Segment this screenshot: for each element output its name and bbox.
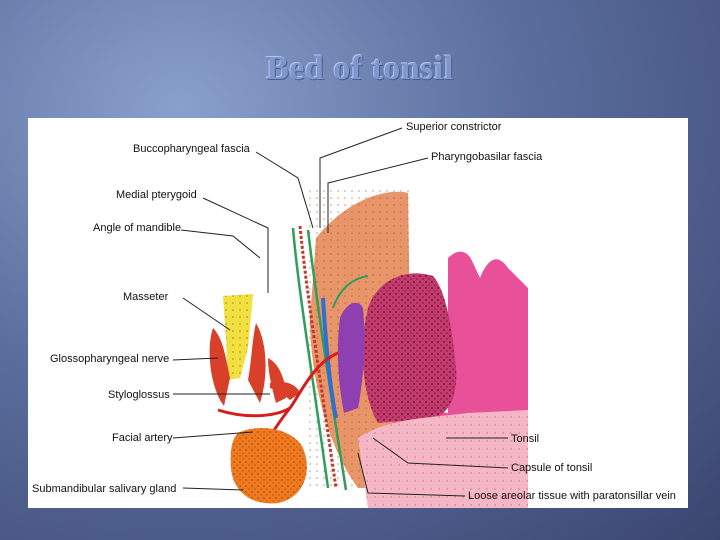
paratonsillar-layer	[337, 302, 365, 413]
label-submandibular-gland: Submandibular salivary gland	[32, 483, 176, 495]
slide-title: Bed of tonsil	[266, 50, 454, 87]
label-facial-artery: Facial artery	[112, 432, 173, 444]
medial-pterygoid-left	[209, 328, 230, 406]
label-medial-pterygoid: Medial pterygoid	[116, 189, 197, 201]
label-glossopharyngeal-nerve: Glossopharyngeal nerve	[50, 353, 169, 365]
styloglossus-muscle	[268, 358, 286, 403]
label-superior-constrictor: Superior constrictor	[406, 121, 502, 133]
label-masseter: Masseter	[123, 291, 169, 303]
constrictor-red-band	[298, 225, 338, 489]
tonsil-texture	[362, 273, 457, 423]
blue-vein-band	[321, 297, 338, 419]
pharyngobasilar-fascia-line	[306, 229, 348, 491]
label-loose-areolar-tissue: Loose areolar tissue with paratonsillar …	[468, 490, 676, 502]
gland-texture	[230, 428, 307, 504]
lower-area-texture	[358, 410, 528, 508]
label-buccopharyngeal-fascia: Buccopharyngeal fascia	[133, 143, 251, 155]
label-capsule-of-tonsil: Capsule of tonsil	[511, 462, 592, 474]
label-pharyngobasilar-fascia: Pharyngobasilar fascia	[431, 151, 543, 163]
label-angle-of-mandible: Angle of mandible	[93, 222, 181, 234]
label-styloglossus: Styloglossus	[108, 389, 170, 401]
leader-lines	[172, 127, 509, 497]
medial-pterygoid-right	[248, 323, 266, 403]
buccopharyngeal-fascia-line	[291, 227, 330, 489]
tonsil-bed-diagram: Superior constrictor Buccopharyngeal fas…	[28, 118, 688, 508]
masseter-texture	[223, 294, 253, 380]
diagram-svg: Superior constrictor Buccopharyngeal fas…	[32, 121, 676, 508]
styloglossus-lower	[270, 381, 300, 400]
capsule-line	[332, 275, 369, 309]
label-tonsil: Tonsil	[511, 433, 539, 445]
